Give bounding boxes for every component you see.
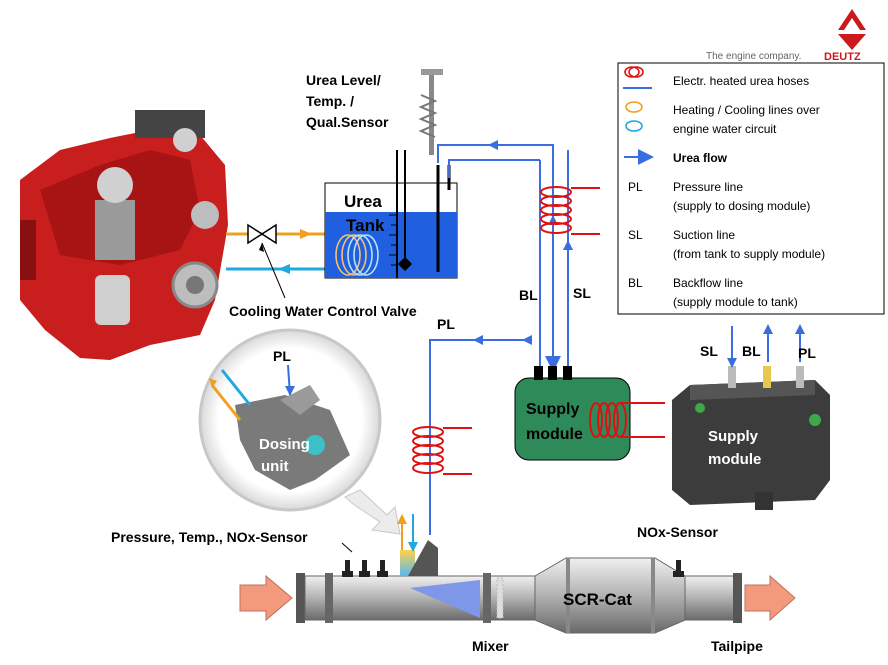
sensor-label-1: Urea Level/: [306, 72, 381, 88]
legend-item-4-line2: (supply to dosing module): [673, 199, 810, 213]
legend-coolant-icon: [625, 101, 643, 132]
photo-supply-label-2: module: [708, 451, 761, 468]
dosing-pl-label: PL: [273, 348, 291, 364]
legend-key-sl: SL: [628, 228, 643, 242]
coolant-lines: [226, 223, 335, 299]
brand-tagline: The engine company.: [706, 51, 801, 62]
dosing-label-2: unit: [261, 458, 289, 475]
photo-bl-arrow: [763, 324, 773, 334]
label-pl-main: PL: [437, 316, 455, 332]
flow-arrow-5: [473, 335, 483, 345]
engine-photo: [20, 110, 228, 360]
deutz-logo-icon: DEUTZ: [824, 9, 866, 63]
sensor-right-label: NOx-Sensor: [637, 524, 718, 540]
valve-label: Cooling Water Control Valve: [229, 303, 417, 319]
supply-label-2: module: [526, 426, 583, 443]
supply-label-1: Supply: [526, 401, 579, 418]
supply-photo-arrows: [731, 326, 801, 362]
exhaust-out-arrow-icon: [744, 574, 796, 622]
inset-pointer-arrow: [344, 489, 401, 535]
legend-item-4-line1: Pressure line: [673, 180, 743, 194]
tank-heating-coil: [335, 234, 379, 276]
exhaust-system: [239, 514, 796, 634]
photo-supply-label-1: Supply: [708, 428, 759, 445]
exhaust-in-arrow-icon: [239, 574, 293, 622]
urea-lines: [429, 144, 569, 535]
urea-tank: [324, 150, 458, 279]
legend-item-2-line1: Heating / Cooling lines over: [673, 103, 820, 117]
brand-area: The engine company. DEUTZ: [706, 9, 866, 63]
logo-text: DEUTZ: [824, 51, 861, 63]
valve-icon: [247, 223, 277, 245]
photo-label-sl: SL: [700, 343, 718, 359]
photo-sl-arrow: [727, 358, 737, 368]
dosing-unit-inset: [198, 328, 382, 512]
flow-arrow-4: [522, 335, 532, 345]
heated-hose-coil-1: [540, 186, 600, 235]
dosing-label-1: Dosing: [259, 436, 310, 453]
photo-pl-arrow: [795, 324, 805, 334]
mixer-label: Mixer: [472, 638, 509, 654]
sensor-label-2: Temp. /: [306, 93, 354, 109]
scr-label: SCR-Cat: [563, 590, 632, 609]
photo-label-bl: BL: [742, 343, 761, 359]
tailpipe-label: Tailpipe: [711, 638, 763, 654]
photo-label-pl: PL: [798, 345, 816, 361]
legend: Electr. heated urea hoses Heating / Cool…: [617, 62, 885, 315]
supply-module-box: [514, 366, 665, 461]
mixer-element: [410, 580, 480, 618]
legend-key-pl: PL: [628, 180, 643, 194]
sensor-label-3: Qual.Sensor: [306, 114, 389, 130]
supply-module-photo: [672, 366, 830, 510]
sensor-leader: [341, 542, 353, 553]
label-sl: SL: [573, 285, 591, 301]
tank-label-2: Tank: [346, 216, 385, 235]
sensor-left-label: Pressure, Temp., NOx-Sensor: [111, 529, 308, 545]
urea-sensor-photo: [418, 69, 443, 155]
flow-arrow-1: [488, 140, 498, 150]
legend-item-1: Electr. heated urea hoses: [673, 74, 809, 88]
legend-item-5-line1: Suction line: [673, 228, 735, 242]
flow-arrow-3: [563, 240, 573, 250]
legend-item-6-line1: Backflow line: [673, 276, 743, 290]
heated-hose-coil-2: [412, 426, 472, 475]
legend-item-6-line2: (supply module to tank): [673, 295, 798, 309]
legend-key-bl: BL: [628, 276, 643, 290]
label-bl: BL: [519, 287, 538, 303]
legend-item-5-line2: (from tank to supply module): [673, 247, 825, 261]
tank-label-1: Urea: [344, 192, 382, 211]
legend-item-3: Urea flow: [673, 151, 728, 165]
legend-heated-hose-icon: [623, 66, 652, 89]
legend-item-2-line2: engine water circuit: [673, 122, 777, 136]
